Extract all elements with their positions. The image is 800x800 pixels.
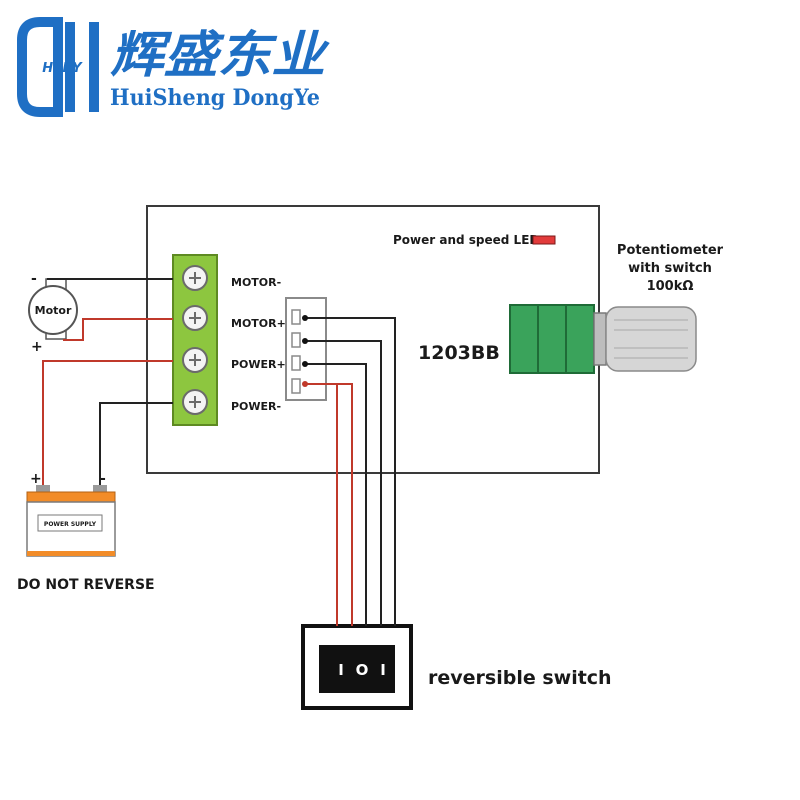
battery-minus-sign: - <box>100 471 106 487</box>
battery-warning: DO NOT REVERSE <box>17 577 155 593</box>
connector-pin-3 <box>302 361 308 367</box>
battery-terminal-negative <box>93 485 107 493</box>
switch-mark-left: I <box>338 661 344 679</box>
board-model: 1203BB <box>418 342 500 364</box>
terminal-label-power-minus: POWER- <box>231 400 281 413</box>
screw-terminal-1 <box>182 265 208 291</box>
screw-cross-icon <box>189 354 201 366</box>
connector-pin-1 <box>302 315 308 321</box>
wire-switch-3 <box>305 363 367 626</box>
battery-label-box <box>37 514 103 532</box>
motor-label: Motor <box>35 304 72 317</box>
battery: POWER SUPPLY <box>26 485 116 557</box>
led-icon <box>532 235 556 245</box>
connector-pin-4 <box>302 381 308 387</box>
terminal-label-motor-minus: MOTOR- <box>231 276 281 289</box>
led-label: Power and speed LED <box>393 233 539 247</box>
switch-mark-center: O <box>356 661 369 679</box>
wire-switch-5 <box>305 383 353 626</box>
brand-logo: HSDY <box>17 17 99 117</box>
logo-tag: HSDY <box>42 61 83 76</box>
screw-cross-icon <box>189 312 201 324</box>
terminal-label-power-plus: POWER+ <box>231 358 286 371</box>
battery-plus-sign: + <box>30 471 42 487</box>
potentiometer-label-line2: with switch <box>628 261 712 276</box>
wire-switch-1 <box>305 317 396 626</box>
wires <box>42 278 396 626</box>
potentiometer-body <box>509 304 595 374</box>
connector-pin-2 <box>302 338 308 344</box>
potentiometer-ribs <box>537 305 567 373</box>
motor-icon <box>28 285 78 335</box>
brand-name-chinese: 辉盛东业 <box>110 25 330 84</box>
motor-minus-sign: - <box>31 271 37 287</box>
switch-label: reversible switch <box>428 667 612 689</box>
switch-rocker <box>319 645 395 693</box>
connector-slot <box>291 332 301 348</box>
connector-slot <box>291 309 301 325</box>
connector-slot <box>291 378 301 394</box>
potentiometer-collar <box>593 312 607 366</box>
reversible-switch: I O I <box>301 624 413 710</box>
screw-terminal-2 <box>182 305 208 331</box>
wire-motor-positive <box>63 318 173 341</box>
potentiometer <box>509 304 697 374</box>
battery-top <box>26 491 116 503</box>
battery-bottom-stripe <box>27 551 115 556</box>
potentiometer-knob <box>605 306 697 372</box>
battery-terminal-positive <box>36 485 50 493</box>
screw-cross-icon <box>189 272 201 284</box>
connector-slot <box>291 355 301 371</box>
wire-switch-2 <box>305 340 382 626</box>
potentiometer-label-line3: 100kΩ <box>647 279 694 294</box>
screw-cross-icon <box>189 396 201 408</box>
knob-grip-lines <box>614 319 688 359</box>
terminal-label-motor-plus: MOTOR+ <box>231 317 286 330</box>
screw-terminal-4 <box>182 389 208 415</box>
switch-mark-right: I <box>380 661 386 679</box>
screw-terminal-3 <box>182 347 208 373</box>
battery-label: POWER SUPPLY <box>44 521 97 528</box>
logo-h-shape <box>65 22 99 112</box>
motor-plus-sign: + <box>31 339 43 355</box>
logo-c-shape <box>17 17 63 117</box>
motor: Motor <box>28 278 78 340</box>
brand-name-english: HuiSheng DongYe <box>110 85 320 111</box>
wire-power-negative <box>99 402 173 485</box>
wire-power-positive <box>42 360 173 485</box>
terminal-block <box>172 254 218 426</box>
potentiometer-label-line1: Potentiometer <box>617 243 724 258</box>
